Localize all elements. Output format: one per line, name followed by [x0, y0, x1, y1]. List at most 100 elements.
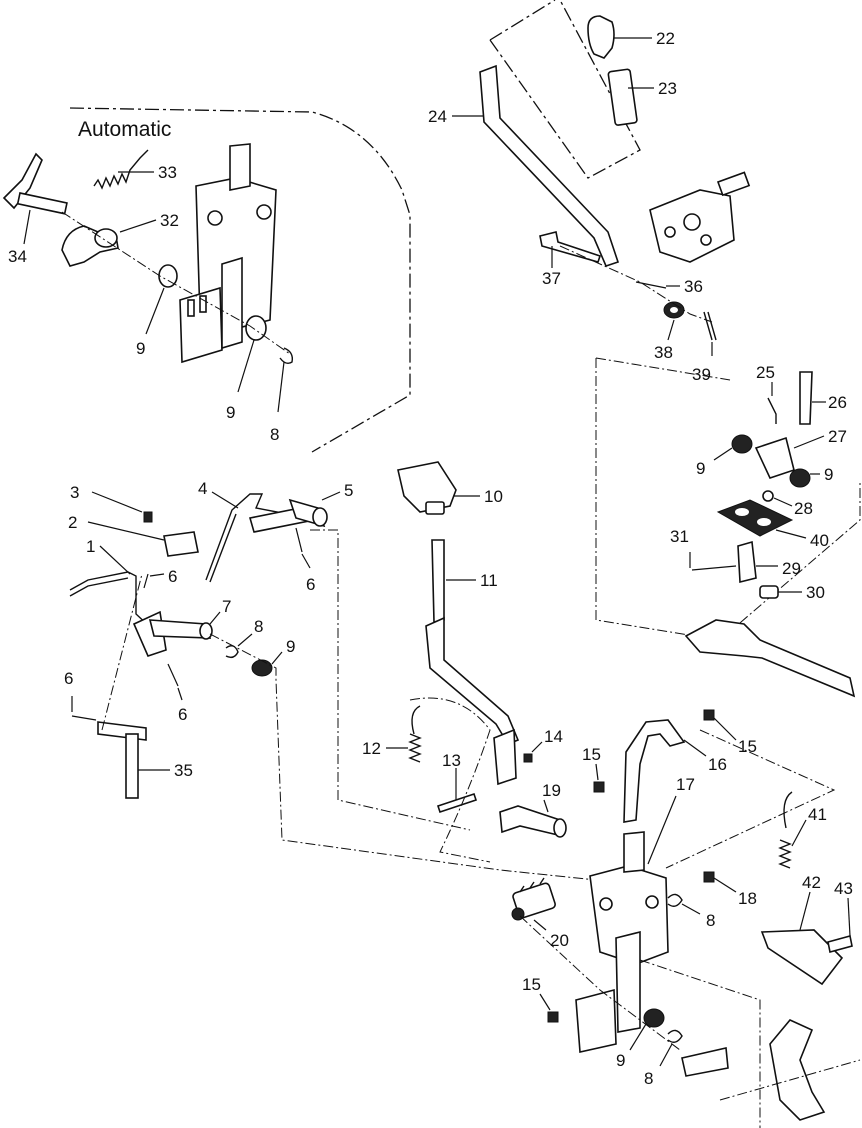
- knob-10: [397, 461, 457, 513]
- clip-8-center: [667, 893, 683, 907]
- shroud-outline: [489, 0, 641, 179]
- plate-40: [716, 499, 794, 537]
- callout-33: 33: [158, 163, 177, 182]
- callout-9-right-a: 9: [696, 459, 705, 478]
- pin-6-a: [143, 573, 149, 589]
- callout-9-inset-b: 9: [226, 403, 235, 422]
- callout-18: 18: [738, 889, 757, 908]
- callout-36: 36: [684, 277, 703, 296]
- callout-26: 26: [828, 393, 847, 412]
- nut-14: [523, 753, 533, 763]
- grip-23: [607, 68, 638, 126]
- callout-8-center: 8: [706, 911, 715, 930]
- center-lever: [310, 461, 567, 863]
- bolt-13: [436, 792, 478, 814]
- shaft-arm: [684, 619, 856, 698]
- callout-1: 1: [86, 537, 95, 556]
- bolt-15-a: [593, 781, 605, 793]
- spring-41: [778, 839, 792, 869]
- callout-29: 29: [782, 559, 801, 578]
- pin-6-c: [167, 663, 179, 687]
- callout-12: 12: [362, 739, 381, 758]
- lever-11: [431, 539, 445, 623]
- callout-41: 41: [808, 805, 827, 824]
- callout-38: 38: [654, 343, 673, 362]
- callout-22: 22: [656, 29, 675, 48]
- bolt-37: [539, 231, 602, 263]
- axis-line-bottom: [639, 729, 861, 1128]
- spacer-28: [762, 490, 774, 502]
- link-32: [61, 225, 119, 267]
- callout-6-b: 6: [306, 575, 315, 594]
- callout-6-d: 6: [64, 669, 73, 688]
- bushing-9-upper: [158, 264, 178, 288]
- automatic-label: Automatic: [78, 118, 171, 141]
- callout-13: 13: [442, 751, 461, 770]
- bushing-9-right-b: [789, 468, 811, 488]
- bolt-26: [799, 371, 813, 425]
- clip-8-left: [225, 645, 239, 659]
- bushing-9-right-a: [731, 434, 753, 454]
- callout-2: 2: [68, 513, 77, 532]
- automatic-bracket: [179, 143, 277, 364]
- callout-25: 25: [756, 363, 775, 382]
- callout-40: 40: [810, 531, 829, 550]
- callout-16: 16: [708, 755, 727, 774]
- bushing-9-lower: [245, 315, 267, 341]
- bottom-arm: [769, 1019, 826, 1121]
- automatic-inset-border: [69, 107, 411, 453]
- screw-3: [143, 511, 153, 523]
- shaft-35: [125, 733, 139, 799]
- pin-6-d: [71, 715, 97, 721]
- cotter-39: [703, 311, 717, 341]
- callout-5: 5: [344, 481, 353, 500]
- callout-15-b: 15: [738, 737, 757, 756]
- bolt-30: [759, 585, 779, 599]
- pin-25: [767, 397, 777, 424]
- callout-9-left: 9: [286, 637, 295, 656]
- axis-line-center: [310, 529, 471, 831]
- rod-1: [69, 571, 165, 641]
- callout-4: 4: [198, 479, 207, 498]
- callout-8-bottom: 8: [644, 1069, 653, 1088]
- top-right-assembly: [479, 0, 751, 341]
- bracket-16: [623, 719, 686, 823]
- callout-6-a: 6: [168, 567, 177, 586]
- callout-6-c: 6: [178, 705, 187, 724]
- callout-8-left: 8: [254, 617, 263, 636]
- callout-15-a: 15: [582, 745, 601, 764]
- callout-30: 30: [806, 583, 825, 602]
- callout-37: 37: [542, 269, 561, 288]
- rod-4: [205, 493, 299, 581]
- callout-7: 7: [222, 597, 231, 616]
- callout-35: 35: [174, 761, 193, 780]
- right-inset: [595, 357, 861, 698]
- spring-33: [93, 149, 149, 190]
- axis-line-left: [101, 573, 143, 731]
- shaft-35-plate: [97, 721, 147, 741]
- callout-14: 14: [544, 727, 563, 746]
- lever-24: [479, 64, 620, 267]
- callout-34: 34: [8, 247, 27, 266]
- axis-line-switch: [519, 915, 681, 1051]
- switch-20: [511, 877, 556, 921]
- automatic-inset: Automatic: [2, 107, 411, 453]
- shaft-34: [2, 152, 68, 215]
- callout-24: 24: [428, 107, 447, 126]
- bolt-18: [703, 871, 715, 883]
- axis-line-top: [559, 245, 713, 323]
- callout-15-c: 15: [522, 975, 541, 994]
- axis-line-inset: [61, 211, 291, 355]
- bushing-9-left: [251, 659, 273, 677]
- pad-2: [163, 531, 199, 557]
- clip-8-bottom: [667, 1029, 683, 1043]
- callout-31: 31: [670, 527, 689, 546]
- callout-10: 10: [484, 487, 503, 506]
- pin-36: [635, 281, 667, 289]
- callout-3: 3: [70, 483, 79, 502]
- clamp-27: [754, 436, 795, 479]
- bracket-29: [737, 540, 757, 584]
- callout-9-right-b: 9: [824, 465, 833, 484]
- callout-27: 27: [828, 427, 847, 446]
